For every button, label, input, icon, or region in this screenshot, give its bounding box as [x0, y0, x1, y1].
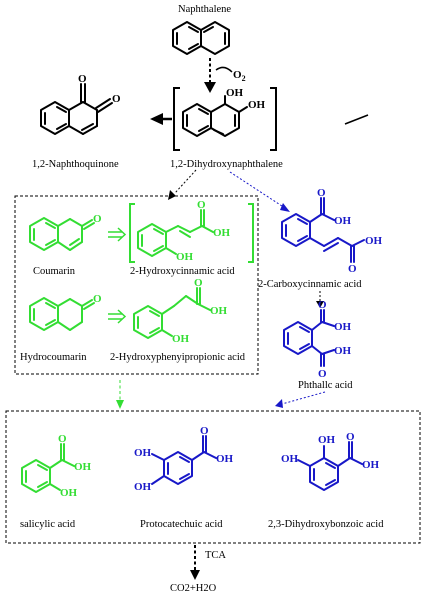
- to-coumarin-box-arrow: [168, 169, 197, 200]
- o2-subscript: 2: [242, 74, 246, 83]
- propionic-oh-acid: OH: [210, 305, 228, 317]
- stray-line: [344, 114, 369, 125]
- coumarin-structure: [29, 217, 95, 251]
- dihydroxynaphthalene-bracket-right: [270, 87, 277, 151]
- protocatechuic-o: O: [200, 425, 209, 437]
- naphthalene-label: Naphthalene: [178, 4, 231, 15]
- o2-label: O2: [233, 69, 246, 83]
- dihydroxy-oh-2: OH: [248, 99, 266, 111]
- naphthoquinone-label: 1,2-Naphthoquinone: [32, 159, 119, 170]
- phthalic-o-1: O: [318, 299, 327, 311]
- phthalic-label: Phthallc acid: [298, 380, 353, 391]
- protocatechuic-oh-4: OH: [134, 481, 152, 493]
- hydroxycinnamic-bracket-right: [248, 203, 254, 263]
- phthalic-oh-1: OH: [334, 321, 352, 333]
- tca-label: TCA: [205, 550, 226, 561]
- phthalic-o-2: O: [318, 368, 327, 380]
- coumarin-o: O: [93, 213, 102, 225]
- hydrocoumarin-label: Hydrocoumarin: [20, 352, 87, 363]
- dihydroxynaphthalene-label: 1,2-Dihydroxynaphthalene: [170, 159, 283, 170]
- o2-text: O: [233, 69, 242, 81]
- hydroxycinnamic-o: O: [197, 199, 206, 211]
- coumarin-box-to-bottom-arrow: [116, 380, 124, 409]
- to-carboxycinnamic-arrow: [229, 171, 290, 212]
- naphthoquinone-o-1: O: [78, 73, 87, 85]
- salicylic-oh-phenol: OH: [60, 487, 78, 499]
- salicylic-structure: [21, 443, 75, 493]
- naphthoquinone-structure: [40, 83, 113, 135]
- protocatechuic-oh-3: OH: [134, 447, 152, 459]
- hydroxyphenylpropionic-label: 2-Hydroxyphenyipropionic acid: [110, 352, 246, 363]
- dihydroxybenzoic-label: 2,3-Dihydroxybonzoic acid: [268, 519, 384, 530]
- phthalic-structure: [283, 309, 335, 367]
- protocatechuic-oh-acid: OH: [216, 453, 234, 465]
- propionic-oh-phenol: OH: [172, 333, 190, 345]
- hydrocoumarin-structure: [29, 297, 95, 331]
- naphthalene-structure: [172, 21, 230, 55]
- salicylic-o: O: [58, 433, 67, 445]
- coumarin-to-hydroxycinnamic-arrow: [108, 227, 127, 242]
- phthalic-to-bottom-arrow: [275, 391, 326, 408]
- salicylic-label: salicylic acid: [20, 519, 76, 530]
- hydrocoumarin-to-propionic-arrow: [108, 309, 127, 324]
- naphthalene-to-dihydroxy-arrow: [204, 58, 233, 93]
- tca-arrow: [190, 545, 200, 580]
- protocatechuic-label: Protocatechuic acid: [140, 519, 223, 530]
- hydroxycinnamic-bracket-left: [129, 203, 135, 263]
- dihydroxybenzoic-structure: [297, 441, 363, 491]
- hydroxycinnamic-oh-acid: OH: [213, 227, 231, 239]
- coumarin-pathway-box: [14, 195, 259, 375]
- hydrocoumarin-o: O: [93, 293, 102, 305]
- carboxycinnamic-structure: [281, 197, 365, 263]
- dihydroxybenzoic-oh-3: OH: [281, 453, 299, 465]
- hydroxyphenylpropionic-structure: [133, 287, 211, 339]
- dihydroxybenzoic-oh-2: OH: [318, 434, 336, 446]
- dihydroxybenzoic-o: O: [346, 431, 355, 443]
- propionic-o: O: [194, 277, 203, 289]
- products-label: CO2+H2O: [170, 583, 217, 594]
- salicylic-oh-acid: OH: [74, 461, 92, 473]
- coumarin-label: Coumarin: [33, 266, 76, 277]
- hydroxycinnamic-label: 2-Hydroxycinnamic acid: [130, 266, 235, 277]
- to-phthalic-arrow: [316, 291, 324, 308]
- dihydroxynaphthalene-structure: [182, 95, 248, 137]
- carboxycinnamic-oh-1: OH: [334, 215, 352, 227]
- hydroxycinnamic-structure: [137, 209, 214, 257]
- to-naphthoquinone-arrow: [150, 113, 172, 125]
- carboxycinnamic-label: 2-Carboxycinnamic acid: [258, 279, 362, 290]
- dihydroxy-oh-1: OH: [226, 87, 244, 99]
- hydroxycinnamic-oh-phenol: OH: [176, 251, 194, 263]
- dihydroxybenzoic-oh-acid: OH: [362, 459, 380, 471]
- protocatechuic-structure: [151, 435, 217, 485]
- carboxycinnamic-oh-2: OH: [365, 235, 383, 247]
- carboxycinnamic-o-2: O: [348, 263, 357, 275]
- carboxycinnamic-o-1: O: [317, 187, 326, 199]
- aromatic-acids-box: [5, 410, 421, 544]
- phthalic-oh-2: OH: [334, 345, 352, 357]
- dihydroxynaphthalene-bracket-left: [173, 87, 180, 151]
- naphthoquinone-o-2: O: [112, 93, 121, 105]
